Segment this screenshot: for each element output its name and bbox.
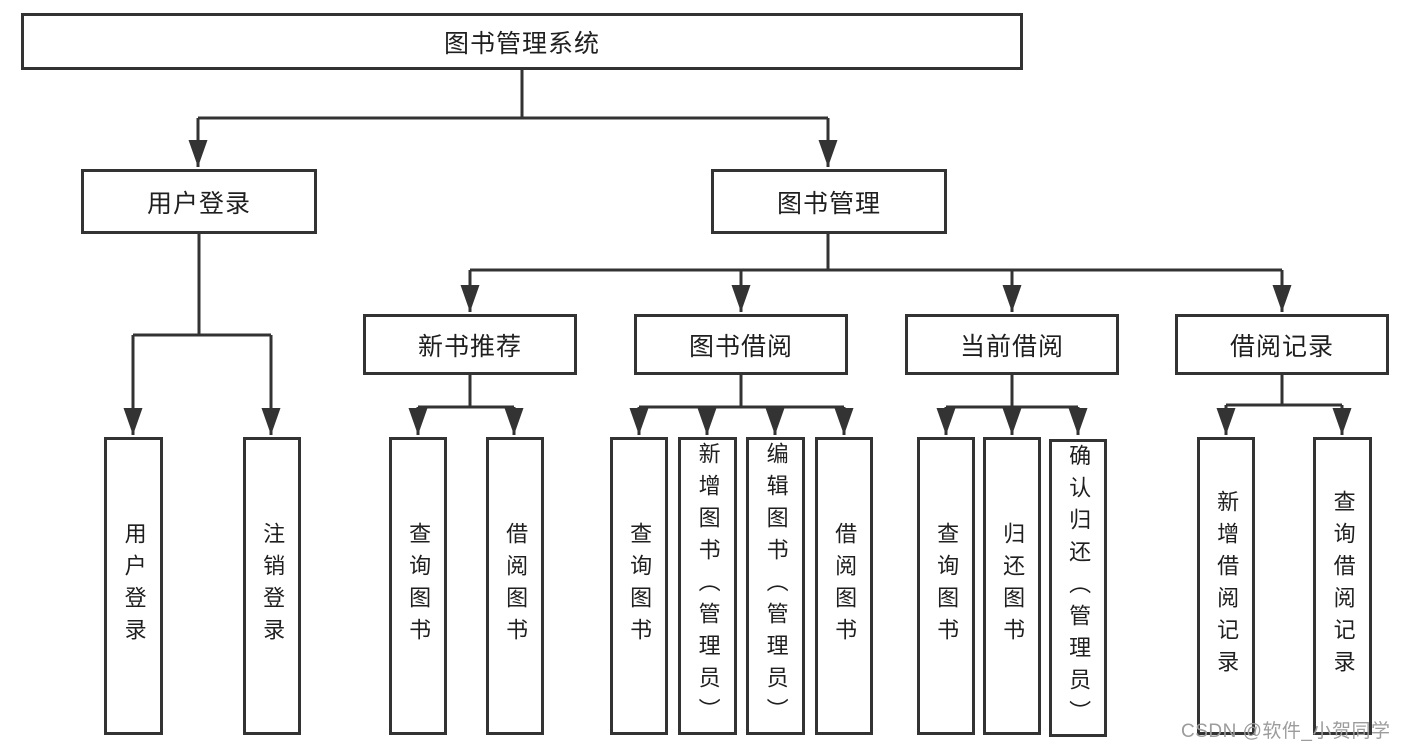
node-label: 图书借阅 xyxy=(688,332,793,361)
node-label: 借阅记录 xyxy=(1229,332,1334,361)
leaf-user-login: 用户登录 xyxy=(104,437,163,735)
node-library-management-system: 图书管理系统 xyxy=(21,13,1023,70)
leaf-query-books-current: 查询图书 xyxy=(917,437,975,735)
node-book-borrowing: 图书借阅 xyxy=(634,314,848,375)
connector-user-login-trunk xyxy=(133,234,271,337)
node-label: 编辑图书（管理员） xyxy=(763,442,789,730)
node-label: 新书推荐 xyxy=(417,332,522,361)
node-current-borrowing: 当前借阅 xyxy=(905,314,1119,375)
node-label: 确认归还（管理员） xyxy=(1066,444,1092,732)
node-label: 归还图书 xyxy=(1000,522,1026,650)
node-label: 用户登录 xyxy=(121,522,147,650)
leaf-query-books-borrowing: 查询图书 xyxy=(610,437,668,735)
leaf-query-books-recommend: 查询图书 xyxy=(389,437,447,735)
node-label: 新增图书（管理员） xyxy=(695,442,721,730)
node-label: 图书管理 xyxy=(776,189,881,218)
node-user-login: 用户登录 xyxy=(81,169,317,234)
node-book-management: 图书管理 xyxy=(711,169,947,234)
node-label: 查询图书 xyxy=(627,522,653,650)
leaf-confirm-return-admin: 确认归还（管理员） xyxy=(1049,439,1107,737)
node-label: 注销登录 xyxy=(260,522,286,650)
csdn-watermark: CSDN @软件_小贺同学 xyxy=(1181,721,1391,742)
leaf-return-books: 归还图书 xyxy=(983,437,1041,735)
node-label: 用户登录 xyxy=(146,189,251,218)
leaf-add-borrow-record: 新增借阅记录 xyxy=(1197,437,1255,735)
node-borrowing-records: 借阅记录 xyxy=(1175,314,1389,375)
node-label: 借阅图书 xyxy=(832,522,858,650)
node-label: 新增借阅记录 xyxy=(1214,490,1240,682)
node-label: 查询图书 xyxy=(406,522,432,650)
connector-current-borrowing-trunk xyxy=(946,375,1078,409)
connector-new-book-recommend-trunk xyxy=(418,375,514,409)
node-label: 当前借阅 xyxy=(959,332,1064,361)
node-label: 借阅图书 xyxy=(503,522,529,650)
leaf-borrow-books-recommend: 借阅图书 xyxy=(486,437,544,735)
connector-book-management-trunk xyxy=(470,234,1282,272)
leaf-borrow-books-borrowing: 借阅图书 xyxy=(815,437,873,735)
node-new-book-recommend: 新书推荐 xyxy=(363,314,577,375)
connector-borrowing-records-trunk xyxy=(1226,375,1342,407)
leaf-logout: 注销登录 xyxy=(243,437,301,735)
connector-book-borrowing-trunk xyxy=(639,375,844,409)
leaf-add-book-admin: 新增图书（管理员） xyxy=(678,437,737,735)
leaf-query-borrow-record: 查询借阅记录 xyxy=(1313,437,1372,735)
leaf-edit-book-admin: 编辑图书（管理员） xyxy=(746,437,805,735)
node-label: 查询图书 xyxy=(934,522,960,650)
connector-root-trunk xyxy=(198,70,828,120)
node-label: 图书管理系统 xyxy=(443,29,600,58)
node-label: 查询借阅记录 xyxy=(1330,490,1356,682)
